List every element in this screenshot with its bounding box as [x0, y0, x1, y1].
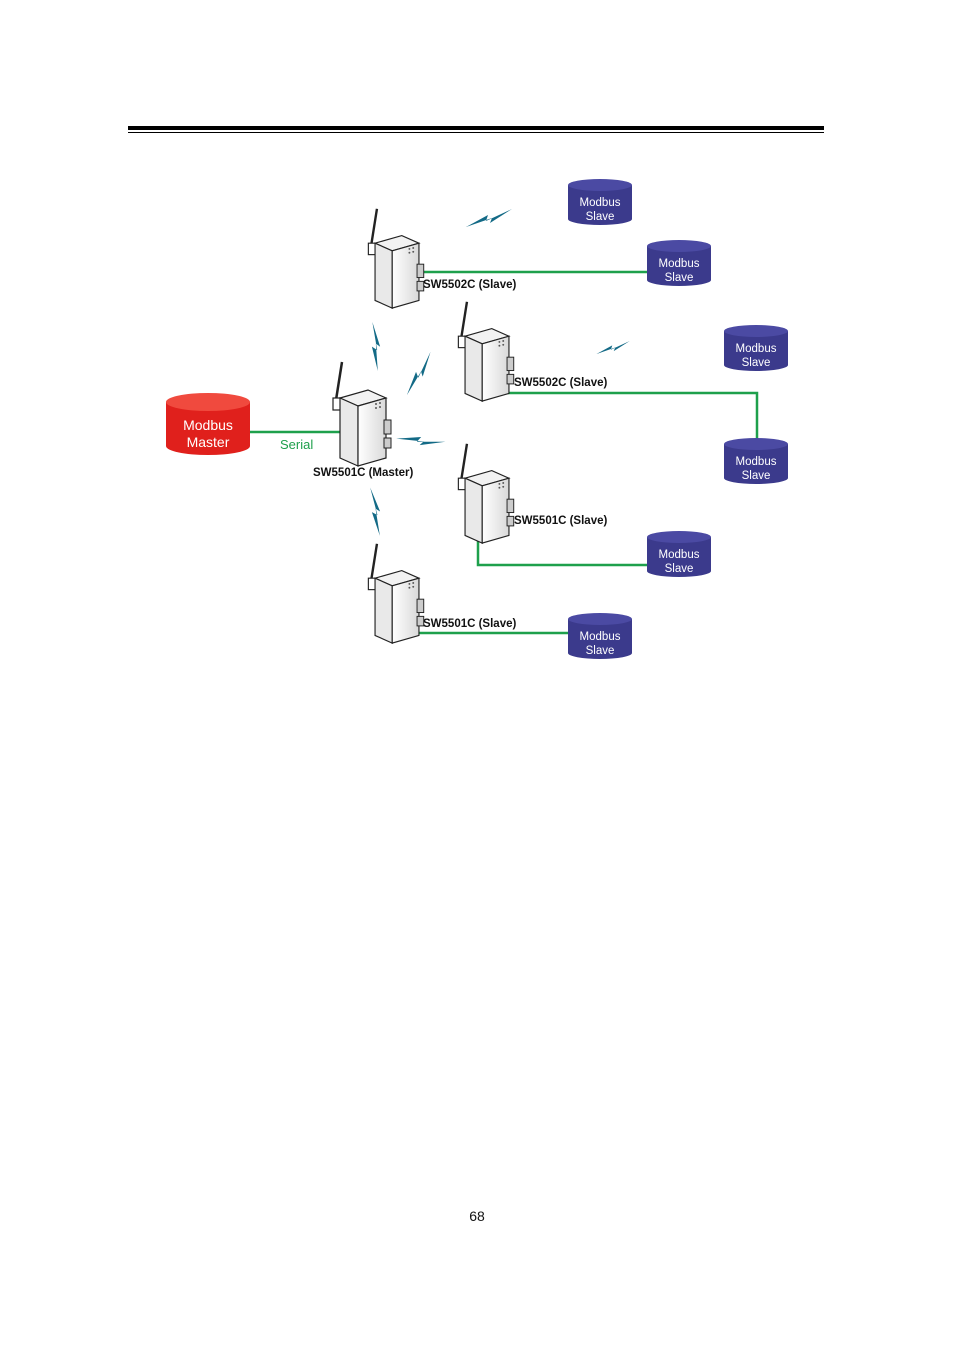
device-top-slave-icon — [367, 207, 425, 310]
wireless-bolt-icon — [396, 422, 446, 459]
wired-links — [250, 270, 759, 635]
slave-db-line1: Modbus — [580, 631, 621, 643]
device-label-master: SW5501C (Master) — [313, 467, 414, 479]
device-master-icon — [331, 360, 393, 468]
header-rule-thin — [128, 132, 824, 133]
device-label-low-slave: SW5501C (Slave) — [514, 515, 607, 527]
slave-db-line1: Modbus — [659, 549, 700, 561]
serial-label: Serial — [280, 437, 313, 452]
wireless-bolt-icon — [395, 351, 443, 396]
device-mid-slave-icon — [457, 300, 515, 403]
device-low-slave-icon — [457, 442, 515, 545]
slave-db-line2: Slave — [742, 357, 771, 369]
wireless-bolt-icon — [466, 209, 512, 227]
slave-db-line1: Modbus — [736, 343, 777, 355]
slave-db-line2: Slave — [586, 211, 615, 223]
modbus-slave-database: Modbus Slave — [568, 613, 632, 659]
wireless-bolt-icon — [362, 487, 388, 536]
slave-db-line2: Slave — [742, 470, 771, 482]
slave-db-line2: Slave — [586, 645, 615, 657]
master-db-line1: Modbus — [183, 417, 233, 433]
wireless-bolt-icon — [596, 341, 630, 355]
link-low-slave — [476, 540, 650, 567]
page-number: 68 — [469, 1208, 485, 1224]
slave-db-line2: Slave — [665, 272, 694, 284]
header-rule-thick — [128, 126, 824, 130]
master-db-line2: Master — [187, 434, 230, 450]
modbus-slave-database: Modbus Slave — [647, 531, 711, 577]
slave-db-line1: Modbus — [659, 258, 700, 270]
link-mid-slave — [495, 391, 759, 440]
modbus-slave-database: Modbus Slave — [724, 438, 788, 484]
slave-db-line1: Modbus — [736, 456, 777, 468]
modbus-slave-database: Modbus Slave — [568, 179, 632, 225]
device-label-top-slave: SW5502C (Slave) — [423, 279, 516, 291]
slave-db-line1: Modbus — [580, 197, 621, 209]
slave-db-line2: Slave — [665, 563, 694, 575]
device-bottom-slave-icon — [367, 542, 425, 645]
modbus-slave-database: Modbus Slave — [724, 325, 788, 371]
device-label-mid-slave: SW5502C (Slave) — [514, 377, 607, 389]
modbus-master-database: Modbus Master — [166, 393, 250, 455]
device-label-bottom-slave: SW5501C (Slave) — [423, 618, 516, 630]
wireless-bolt-icon — [360, 321, 390, 372]
modbus-slave-database: Modbus Slave — [647, 240, 711, 286]
